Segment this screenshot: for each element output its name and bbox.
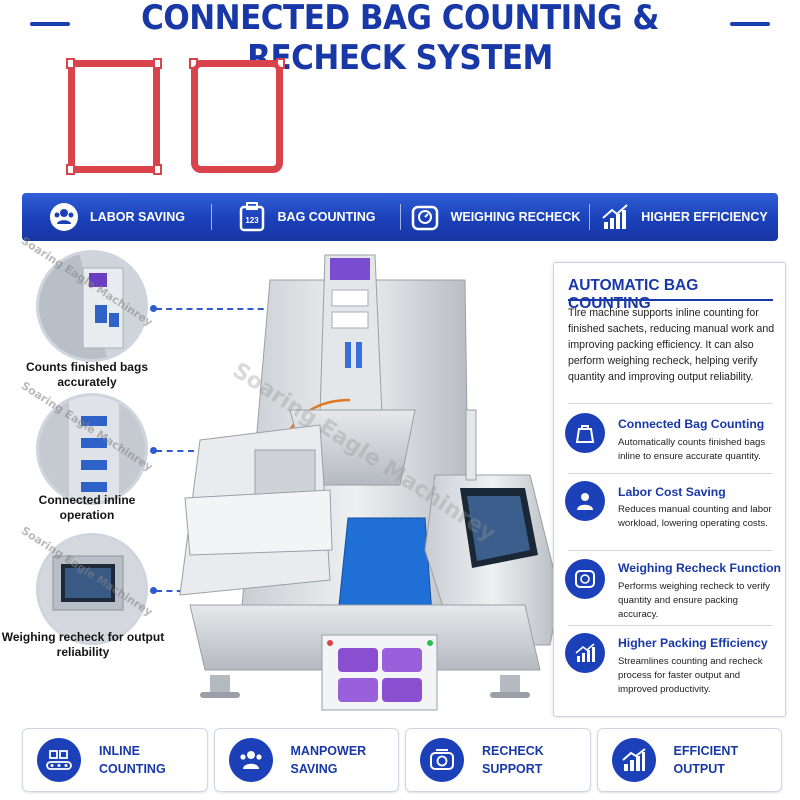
machine-illustration [170, 250, 561, 720]
bottom-feature-row: INLINE COUNTING MANPOWER SAVING RECHECK SUP… [22, 728, 782, 792]
callout-photo-counting [36, 250, 148, 362]
title-rule-right [730, 22, 770, 26]
divider [568, 550, 773, 551]
growth-chart-icon [565, 633, 605, 673]
card-label-line: RECHECK [482, 744, 544, 758]
team-icon [228, 738, 273, 782]
banner-item-bag-counting: 123 BAG COUNTING [211, 193, 400, 241]
callout-photo-recheck [36, 533, 148, 645]
scale-icon [420, 738, 464, 782]
scale-icon [565, 559, 605, 599]
callout-line [156, 450, 226, 452]
feature-description: Automatically counts finished bags inlin… [618, 437, 766, 462]
card-label-line: INLINE [99, 744, 140, 758]
divider [568, 403, 773, 404]
header: CONNECTED BAG COUNTING & RECHECK SYSTEM [0, 0, 800, 78]
card-label-line: SUPPORT [482, 762, 543, 776]
feature-title: Higher Packing Efficiency [618, 636, 768, 650]
callout-line [156, 308, 284, 310]
info-panel: AUTOMATIC BAG COUNTING Tlre machine supp… [553, 262, 786, 717]
bag-notch [66, 58, 75, 69]
feature-title: Labor Cost Saving [618, 485, 726, 499]
callout-caption: Counts finished bags accurately [25, 360, 148, 389]
worker-icon [565, 481, 605, 521]
bag-outline-square [66, 58, 162, 175]
callout-dot [150, 587, 157, 594]
bag-notch [153, 164, 162, 175]
callout-dot [150, 447, 157, 454]
card-label-line: EFFICIENT [673, 744, 739, 758]
card-manpower-saving: MANPOWER SAVING [213, 728, 399, 792]
bag-notch [276, 58, 285, 69]
banner-label: BAG COUNTING [277, 210, 376, 224]
bag-icon [565, 413, 605, 453]
card-label-line: OUTPUT [673, 762, 725, 776]
card-recheck-support: RECHECK SUPPORT [405, 728, 591, 792]
card-label: RECHECK SUPPORT [474, 742, 574, 778]
banner-item-weighing-recheck: WEIGHING RECHECK [400, 193, 589, 241]
callout-dot [150, 305, 157, 312]
bag-notch [153, 58, 162, 69]
feature-description: Reduces manual counting and labor worklo… [618, 504, 772, 529]
card-label: INLINE COUNTING [91, 742, 191, 778]
divider [568, 625, 773, 626]
growth-chart-icon [611, 738, 656, 782]
banner-item-labor-saving: LABOR SAVING [22, 193, 211, 241]
bag-notch [66, 164, 75, 175]
team-icon [48, 201, 80, 233]
bag-count-icon: 123 [236, 201, 268, 233]
callout-photo-inline [36, 393, 148, 505]
bag-outline-rounded [189, 58, 285, 173]
feature-title: Weighing Recheck Function [618, 561, 781, 575]
banner-item-higher-efficiency: HIGHER EFFICIENCY [589, 193, 778, 241]
banner-label: HIGHER EFFICIENCY [641, 210, 768, 224]
feature-description: Streamlines counting and recheck process… [618, 656, 763, 695]
callout-caption: Weighing recheck for output reliability [1, 630, 165, 659]
feature-banner: LABOR SAVING 123 BAG COUNTING WEIGHING R… [22, 193, 778, 241]
card-label: MANPOWER SAVING [283, 742, 383, 778]
card-inline-counting: INLINE COUNTING [22, 728, 208, 792]
divider [568, 473, 773, 474]
banner-label: LABOR SAVING [90, 210, 185, 224]
conveyor-icon [37, 738, 81, 782]
scale-icon [409, 201, 441, 233]
card-label: EFFICIENT OUTPUT [666, 742, 766, 778]
card-label-line: COUNTING [99, 762, 166, 776]
panel-description: Tlre machine supports inline counting fo… [568, 307, 775, 383]
card-label-line: MANPOWER [290, 744, 367, 758]
page-title: CONNECTED BAG COUNTING & RECHECK SYSTEM [141, 0, 659, 78]
card-label-line: SAVING [290, 762, 338, 776]
growth-chart-icon [599, 201, 631, 233]
svg-text:123: 123 [245, 216, 259, 225]
feature-title: Connected Bag Counting [618, 417, 765, 431]
panel-title-rule [568, 299, 773, 301]
bag-notch [189, 58, 198, 69]
callout-caption: Connected inline operation [38, 493, 136, 522]
card-efficient-output: EFFICIENT OUTPUT [596, 728, 782, 792]
feature-description: Performs weighing recheck to verify quan… [618, 581, 770, 620]
title-rule-left [30, 22, 70, 26]
banner-label: WEIGHING RECHECK [450, 210, 581, 224]
